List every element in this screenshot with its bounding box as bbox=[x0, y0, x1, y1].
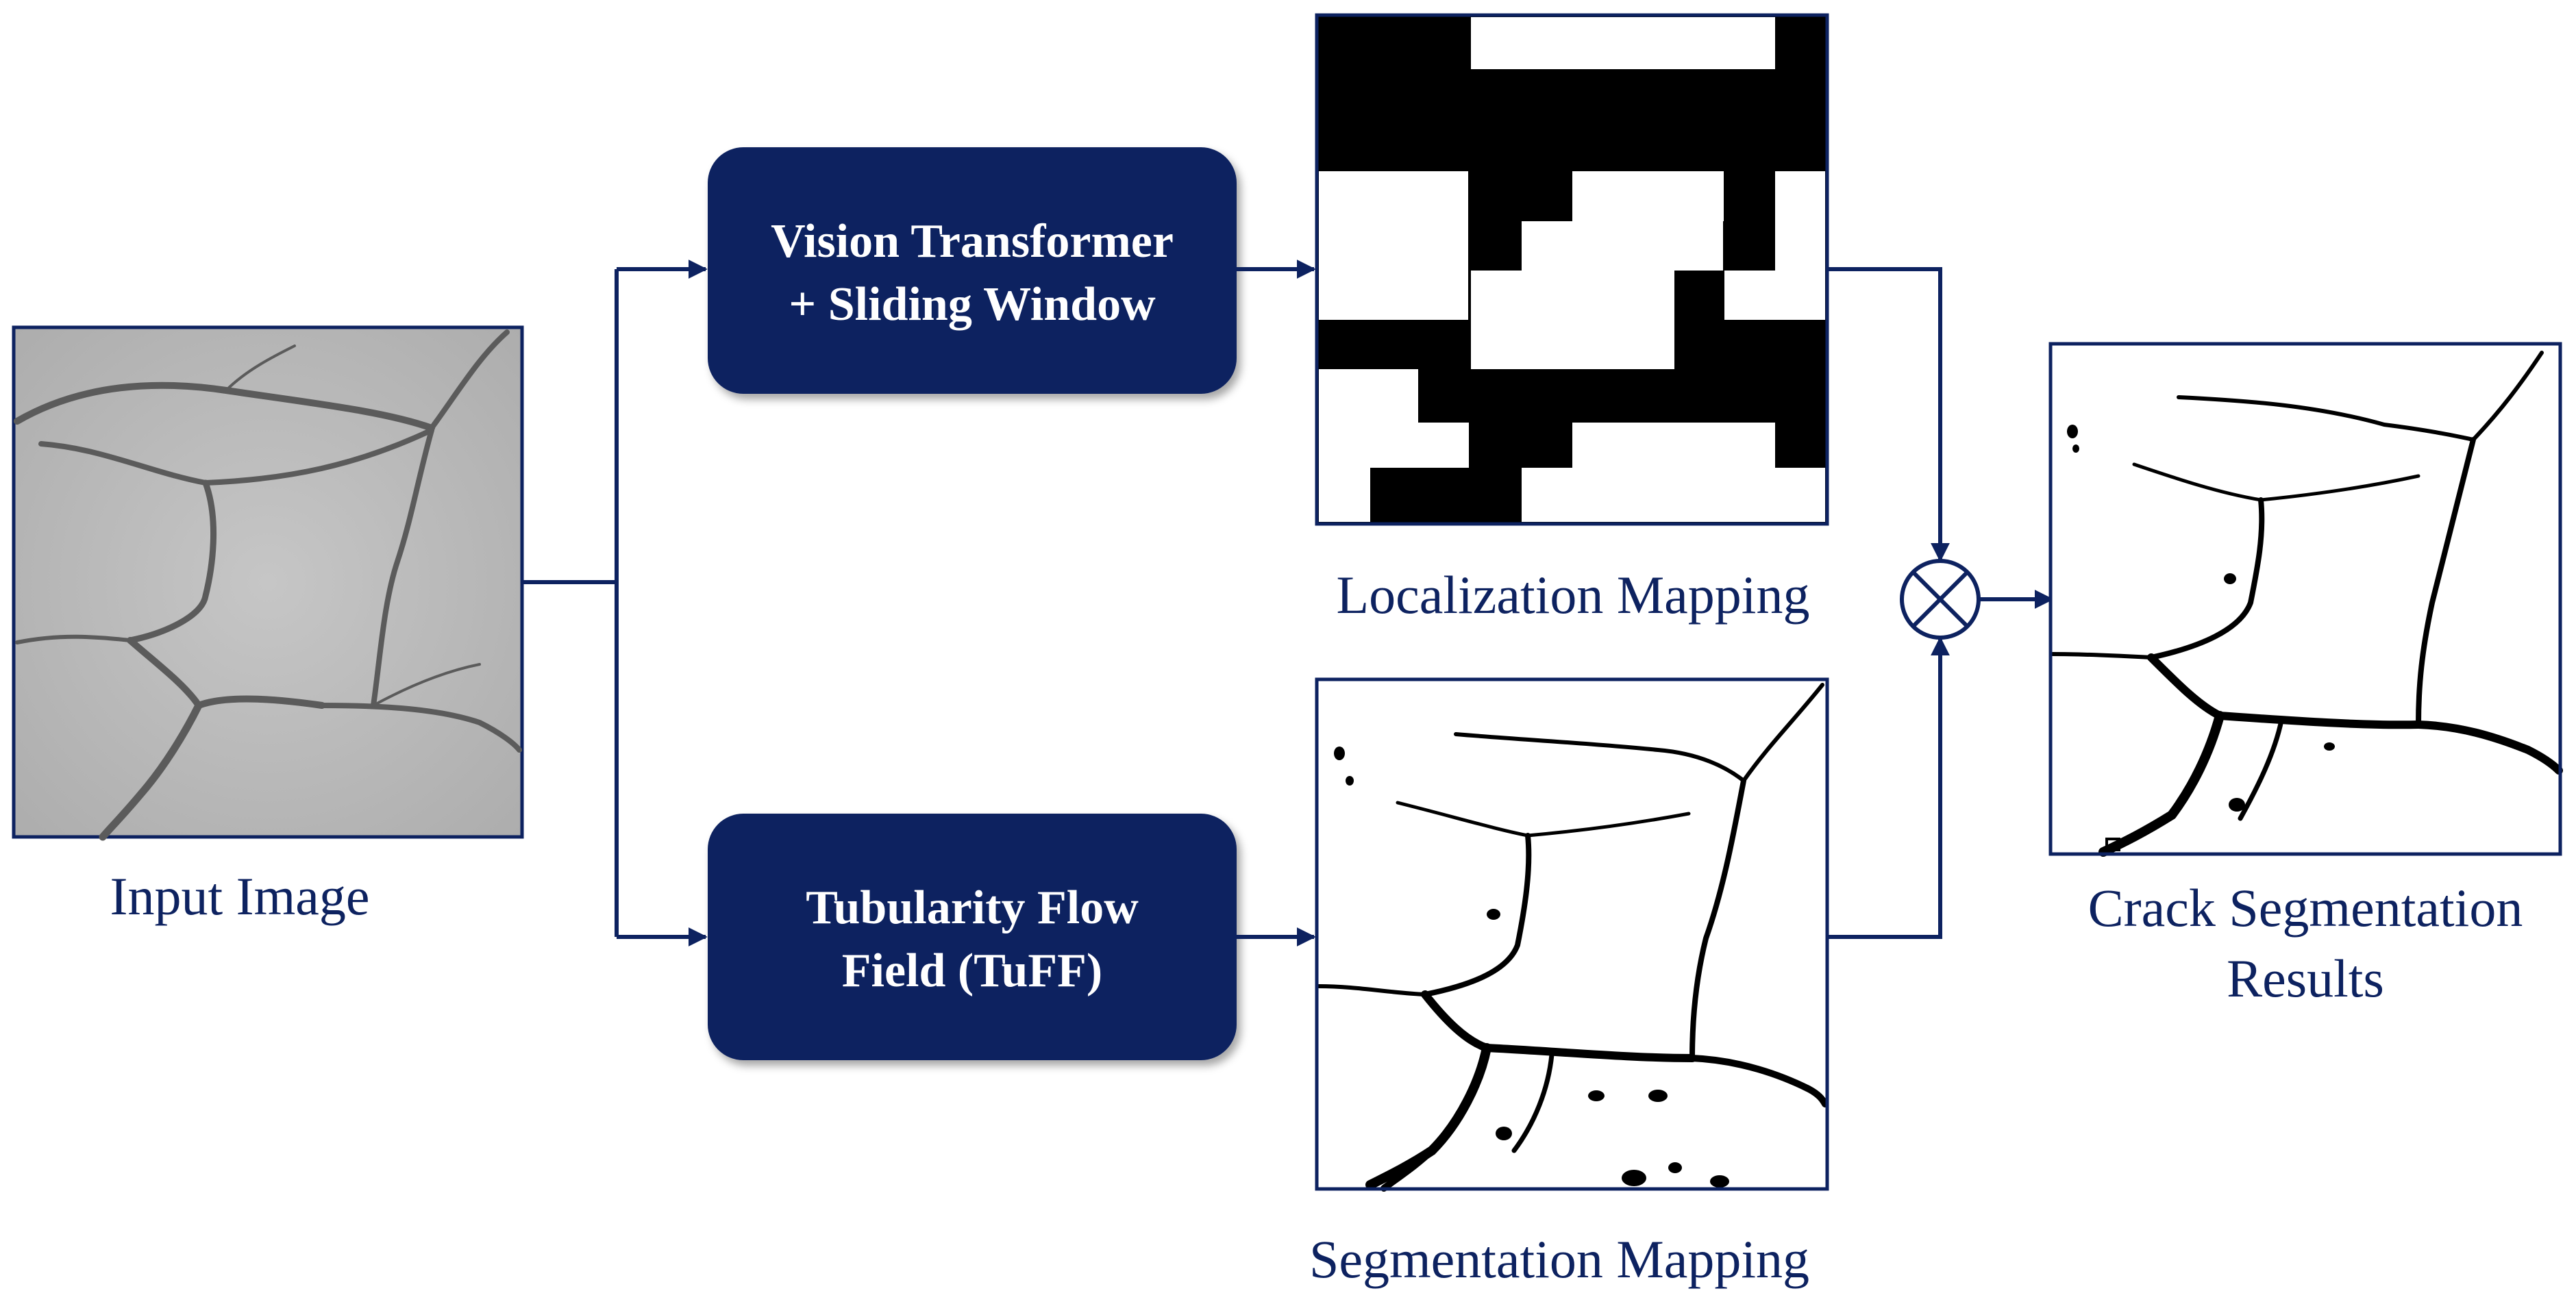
localization-white-regions bbox=[1319, 17, 1825, 522]
result-cracks bbox=[2051, 351, 2563, 857]
segmentation-mapping-image bbox=[1315, 677, 1829, 1192]
input-cracks bbox=[14, 329, 522, 841]
multiply-circle-icon bbox=[1900, 559, 1981, 640]
segmentation-blobs bbox=[1334, 747, 1729, 1188]
vit-box-line1: Vision Transformer bbox=[771, 215, 1174, 268]
segmentation-caption: Segmentation Mapping bbox=[1309, 1229, 1809, 1289]
segmentation-cracks bbox=[1317, 683, 1829, 1192]
localization-caption: Localization Mapping bbox=[1337, 565, 1810, 625]
box-to-map-arrows bbox=[1237, 260, 1316, 946]
input-image bbox=[12, 325, 524, 841]
tuff-box: Tubularity Flow Field (TuFF) bbox=[708, 814, 1237, 1060]
input-image-caption: Input Image bbox=[110, 866, 369, 926]
map-to-operator-connectors bbox=[1827, 267, 2054, 939]
result-blobs bbox=[2067, 425, 2335, 851]
tuff-box-line2: Field (TuFF) bbox=[842, 944, 1103, 997]
result-caption-line1: Crack Segmentation bbox=[2088, 878, 2523, 938]
result-caption-line2: Results bbox=[2227, 949, 2384, 1008]
vit-box-line2: + Sliding Window bbox=[789, 278, 1156, 331]
localization-mapping-image bbox=[1315, 13, 1829, 526]
input-connectors bbox=[522, 260, 708, 946]
tuff-box-line1: Tubularity Flow bbox=[806, 881, 1139, 934]
vit-sliding-window-box: Vision Transformer + Sliding Window bbox=[708, 147, 1237, 394]
crack-segmentation-result-image bbox=[2048, 342, 2563, 857]
